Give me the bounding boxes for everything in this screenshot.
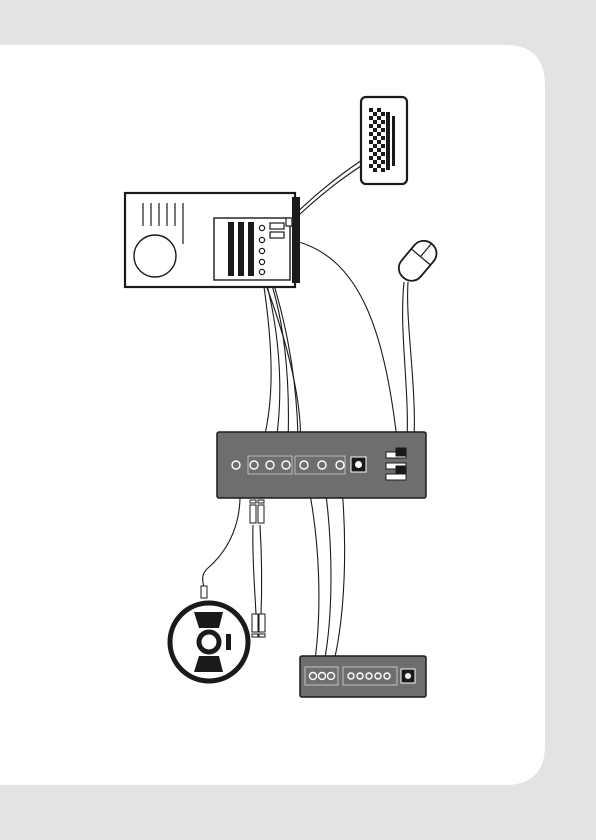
checker-square [369, 156, 373, 160]
checker-square [381, 160, 385, 164]
checker-square [369, 148, 373, 152]
checker-square [381, 144, 385, 148]
computer-side-panel [292, 197, 300, 283]
checker-square [381, 128, 385, 132]
checker-square [373, 112, 377, 116]
checker-square [369, 124, 373, 128]
content-panel [0, 45, 545, 785]
monitor [361, 97, 407, 184]
checker-square [377, 132, 381, 136]
checker-square [381, 112, 385, 116]
switch-mouse-ports [386, 448, 406, 480]
audio-ports [310, 673, 391, 680]
checker-square [373, 144, 377, 148]
checker-square [373, 120, 377, 124]
checker-square [377, 140, 381, 144]
checker-square [373, 160, 377, 164]
checker-square [377, 124, 381, 128]
checker-square [381, 120, 385, 124]
checker-square [377, 156, 381, 160]
checker-square [369, 132, 373, 136]
checker-square [381, 136, 385, 140]
cd-bottom-wedge [194, 656, 223, 672]
checker-square [369, 140, 373, 144]
checker-square [377, 108, 381, 112]
checker-square [381, 152, 385, 156]
checker-square [373, 152, 377, 156]
checker-square [381, 168, 385, 172]
checker-square [377, 164, 381, 168]
cd-top-wedge [194, 612, 223, 628]
checker-square [369, 164, 373, 168]
checker-square [369, 108, 373, 112]
checker-square [373, 168, 377, 172]
checker-square [373, 128, 377, 132]
checker-square [373, 136, 377, 140]
checker-square [377, 116, 381, 120]
cd-slot [226, 634, 231, 650]
audio-box [300, 656, 426, 697]
switch-box [217, 432, 426, 498]
cd-player [170, 603, 248, 681]
cd-hub [199, 632, 219, 652]
computer [125, 193, 300, 287]
checker-square [369, 116, 373, 120]
checker-square [377, 148, 381, 152]
